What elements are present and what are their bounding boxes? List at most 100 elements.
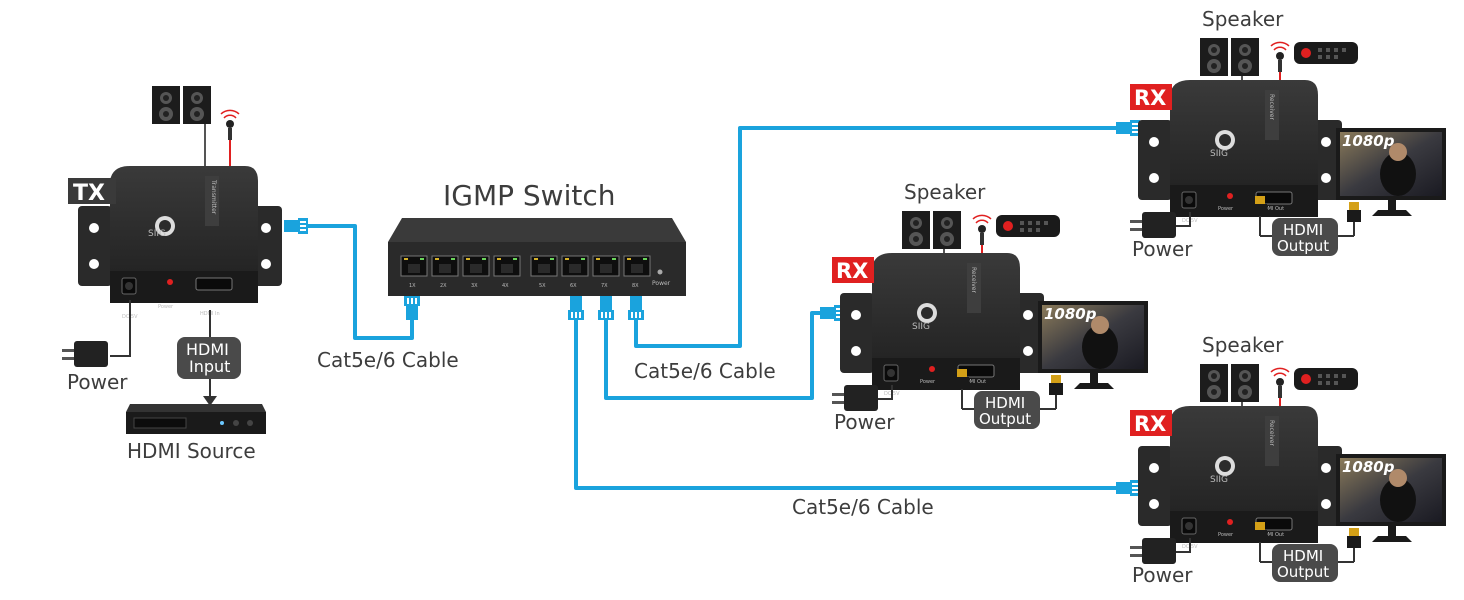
- hdmi-output-line1: HDMI: [1283, 547, 1323, 565]
- power-adapter-icon: [1130, 538, 1176, 564]
- resolution-label: 1080p: [1044, 305, 1097, 323]
- resolution-label: 1080p: [1342, 458, 1395, 476]
- hdmi-output-line1: HDMI: [985, 394, 1025, 412]
- hdmi-output-pill: [1272, 218, 1338, 256]
- tx-power-adapter-icon: [62, 341, 108, 367]
- remote-icon: [1294, 368, 1358, 390]
- receiver-side-text: Receiver: [1268, 94, 1275, 120]
- switch-port-label: 4X: [502, 283, 509, 289]
- cable-label-3: Cat5e/6 Cable: [792, 495, 934, 519]
- plug-switch-tx: [404, 296, 420, 320]
- receiver-brand: SIIG: [1210, 475, 1228, 485]
- plug-tx: [284, 218, 308, 234]
- speaker-icon: [1200, 38, 1259, 76]
- switch-port-label: 6X: [570, 283, 577, 289]
- receiver-panel-power: Power: [1218, 206, 1234, 212]
- receiver-power-label: Power: [1132, 237, 1193, 261]
- receiver-panel-power: Power: [920, 379, 936, 385]
- switch-port-label: 7X: [601, 283, 608, 289]
- receiver-panel-hdmi: HDMI Out: [1260, 206, 1284, 212]
- switch-port-label: 2X: [440, 283, 447, 289]
- rx-tag-text: RX: [1134, 86, 1166, 110]
- igmp-switch: IGMP Switch 1X 2X 3X 4X 5X 6X 7X 8X Power: [388, 179, 686, 296]
- switch-port: 3X: [462, 255, 490, 289]
- switch-power-label: Power: [652, 280, 671, 287]
- switch-ports: 1X 2X 3X 4X 5X 6X 7X 8X: [400, 255, 651, 289]
- tx-side-text: Transmitter: [210, 179, 217, 215]
- switch-port-label: 3X: [471, 283, 478, 289]
- cable-switch-to-rx1: [634, 126, 1118, 348]
- speaker-label: Speaker: [904, 180, 986, 204]
- monitor-hdmi-plug-icon: [1049, 375, 1063, 395]
- receiver-brand: SIIG: [912, 322, 930, 332]
- rx-tag-text: RX: [836, 259, 868, 283]
- tx-panel-power: Power: [158, 304, 174, 310]
- hdmi-output-line2: Output: [1277, 237, 1329, 255]
- receiver-power-label: Power: [834, 410, 895, 434]
- monitor-hdmi-plug-icon: [1347, 202, 1361, 222]
- plug-switch-1: [628, 296, 644, 320]
- hdmi-plug-icon: [1253, 522, 1267, 542]
- rx-tag: [1130, 84, 1172, 110]
- switch-port: 4X: [493, 255, 521, 289]
- receiver-power-label: Power: [1132, 563, 1193, 587]
- speaker-icon: [902, 211, 961, 249]
- tx-hdmi-input-line2: Input: [189, 357, 230, 376]
- resolution-label: 1080p: [1342, 132, 1395, 150]
- tx-power-label: Power: [67, 370, 128, 394]
- cable-tx-to-switch: [306, 224, 414, 340]
- cable-switch-to-rx3: [574, 318, 1118, 490]
- tx-hdmi-input-line1: HDMI: [186, 340, 229, 359]
- ir-sensor-icon: [1270, 367, 1290, 399]
- hdmi-plug-icon: [955, 369, 969, 389]
- tx-ir-sensor-icon: [220, 109, 240, 141]
- tx-tag: [68, 178, 116, 204]
- receiver-panel-power: Power: [1218, 532, 1234, 538]
- tx-hdmi-input-pill: [177, 337, 241, 379]
- cable-label-1: Cat5e/6 Cable: [317, 348, 459, 372]
- receiver-side-text: Receiver: [1268, 420, 1275, 446]
- hdmi-output-line2: Output: [979, 410, 1031, 428]
- remote-icon: [1294, 42, 1358, 64]
- speaker-label: Speaker: [1202, 7, 1284, 31]
- monitor-hdmi-plug-icon: [1347, 528, 1361, 548]
- power-adapter-icon: [832, 385, 878, 411]
- ir-sensor-icon: [972, 214, 992, 246]
- switch-port: 6X: [561, 255, 589, 289]
- transmitter: SIIG Transmitter DC 5V Power HDMI In TX …: [62, 86, 283, 463]
- hdmi-output-line2: Output: [1277, 563, 1329, 581]
- rx-tag: [1130, 410, 1172, 436]
- speaker-label: Speaker: [1202, 333, 1284, 357]
- switch-port: 5X: [530, 255, 558, 289]
- hdmi-plug-icon: [1253, 196, 1267, 216]
- switch-port: 7X: [592, 255, 620, 289]
- switch-port: 1X: [400, 255, 428, 289]
- cable-switch-to-rx2: [604, 311, 822, 400]
- remote-icon: [996, 215, 1060, 237]
- receiver-panel-hdmi: HDMI Out: [1260, 532, 1284, 538]
- receiver-panel-hdmi: HDMI Out: [962, 379, 986, 385]
- switch-port: 8X: [623, 255, 651, 289]
- cable-label-2: Cat5e/6 Cable: [634, 359, 776, 383]
- switch-port: 2X: [431, 255, 459, 289]
- rx-tag-text: RX: [1134, 412, 1166, 436]
- receiver-side-text: Receiver: [970, 267, 977, 293]
- power-adapter-icon: [1130, 212, 1176, 238]
- switch-port-label: 8X: [632, 283, 639, 289]
- hdmi-output-line1: HDMI: [1283, 221, 1323, 239]
- cables: [284, 120, 1140, 496]
- plug-rx3: [1116, 480, 1140, 496]
- switch-title: IGMP Switch: [443, 179, 615, 212]
- tx-brand: SIIG: [148, 229, 166, 239]
- speaker-icon: [1200, 364, 1259, 402]
- rx-tag: [832, 257, 874, 283]
- plug-rx1: [1116, 120, 1140, 136]
- plug-switch-2: [598, 296, 614, 320]
- hdmi-output-pill: [1272, 544, 1338, 582]
- tx-speaker-icon: [152, 86, 211, 124]
- switch-port-label: 5X: [539, 283, 546, 289]
